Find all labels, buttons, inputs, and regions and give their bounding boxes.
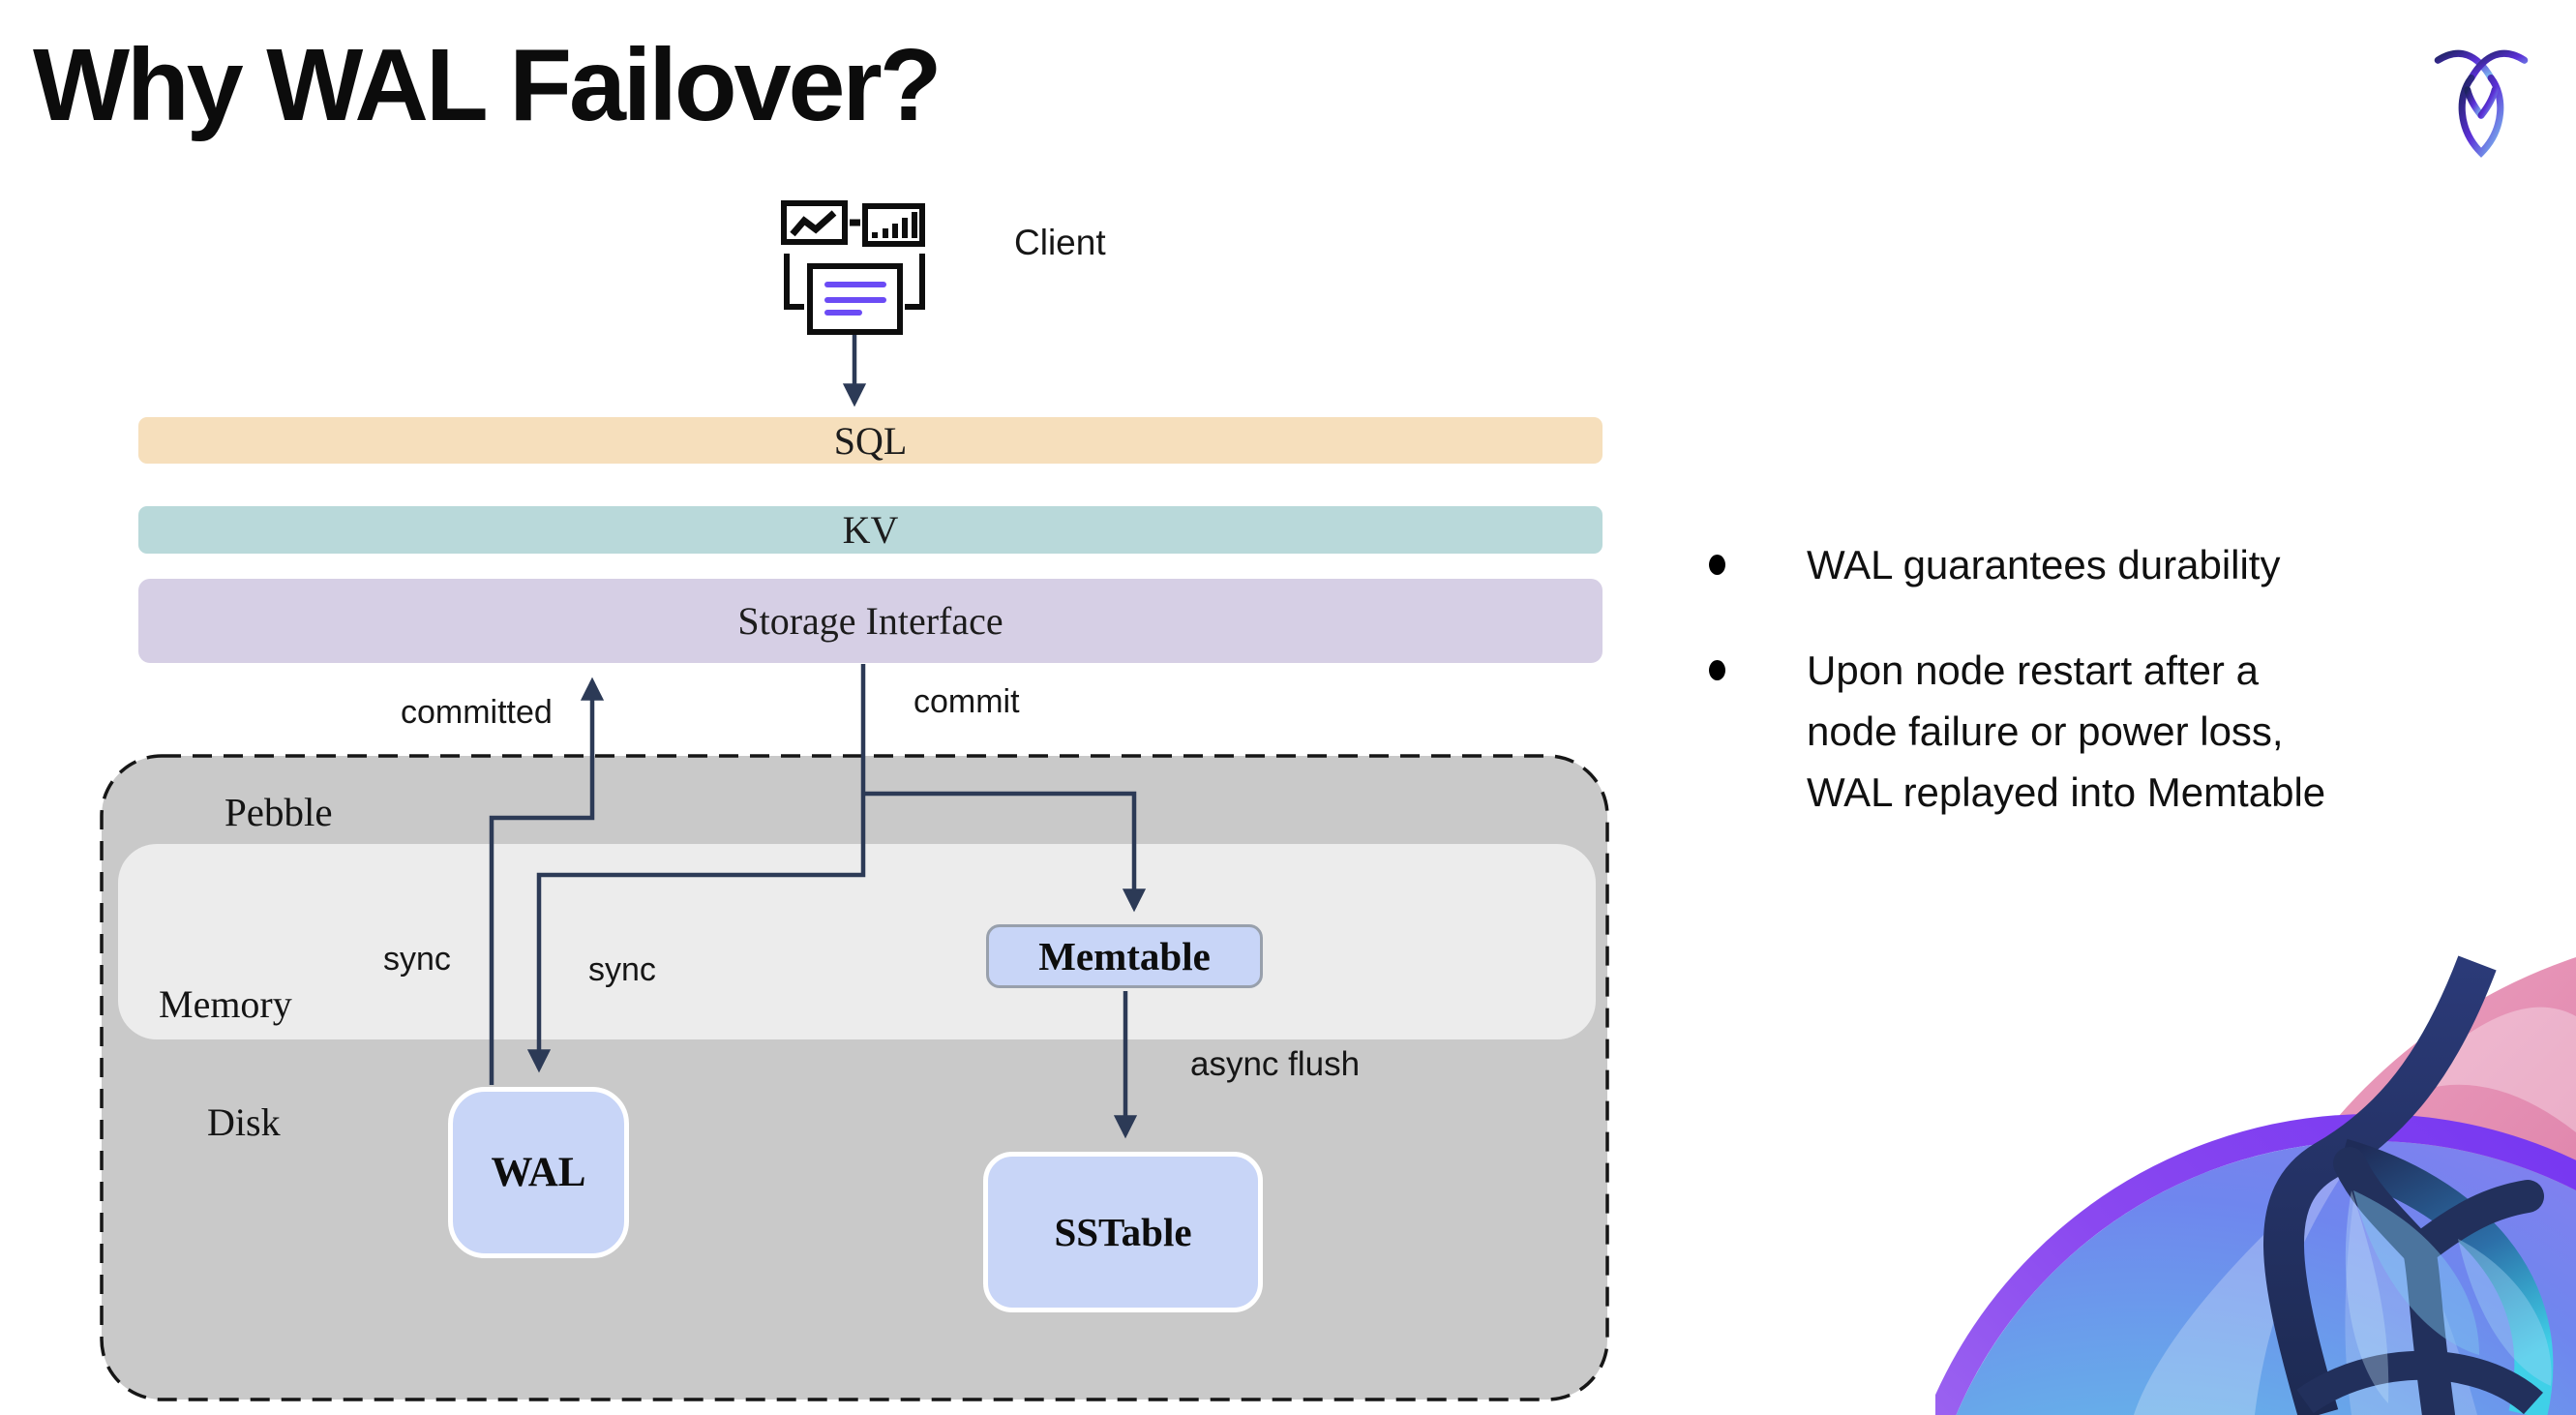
sync-right-label: sync [588, 951, 656, 988]
memory-band [118, 844, 1596, 1039]
sync-left-label: sync [383, 941, 451, 978]
wal-label: WAL [491, 1150, 586, 1195]
disk-label: Disk [207, 1100, 281, 1144]
bullet-text-1: WAL guarantees durability [1807, 542, 2281, 587]
wal-box: WAL [448, 1087, 629, 1258]
cockroachdb-logo-icon [2434, 49, 2529, 158]
commit-to-memtable-arrow [863, 791, 1147, 913]
client-icon [781, 200, 925, 335]
list-item: WAL guarantees durability [1709, 534, 2493, 595]
sstable-label: SSTable [1054, 1210, 1192, 1254]
layer-label-kv: KV [842, 508, 899, 552]
layer-label-storage-interface: Storage Interface [737, 599, 1003, 643]
layer-bar-storage-interface: Storage Interface [138, 579, 1603, 663]
async-flush-label: async flush [1190, 1045, 1361, 1083]
memtable-label: Memtable [1038, 934, 1211, 978]
layer-bar-sql: SQL [138, 417, 1603, 464]
committed-label: committed [401, 694, 553, 731]
pebble-label: Pebble [225, 790, 333, 834]
sstable-box: SSTable [983, 1152, 1263, 1312]
layer-bar-kv: KV [138, 506, 1603, 554]
brand-art [1935, 955, 2576, 1415]
memtable-box: Memtable [986, 924, 1263, 988]
pebble-box [100, 754, 1609, 1401]
list-item: Upon node restart after a node failure o… [1709, 640, 2493, 823]
bullet-list: WAL guarantees durability Upon node rest… [1709, 534, 2493, 823]
commit-label: commit [914, 683, 1020, 720]
bullet-text-2: Upon node restart after a node failure o… [1807, 647, 2326, 815]
layer-label-sql: SQL [833, 418, 908, 463]
page-title: Why WAL Failover? [33, 28, 942, 142]
bullet-dot [1709, 660, 1725, 680]
commit-to-wal-sync-arrow [526, 664, 866, 1073]
committed-arrow [489, 677, 605, 1085]
bullet-dot [1709, 555, 1725, 575]
client-label: Client [1014, 223, 1106, 262]
memory-label: Memory [159, 982, 292, 1026]
